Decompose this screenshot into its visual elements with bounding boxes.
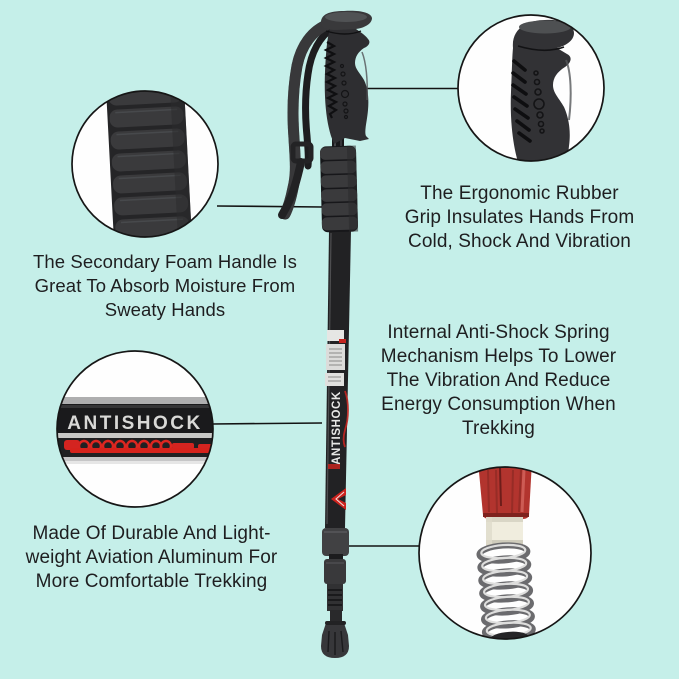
grip-dots	[339, 63, 350, 120]
main-shaft: ANTISHOCK	[325, 230, 351, 528]
grip-closeup-dots	[533, 70, 545, 134]
callout-line-foam	[216, 205, 323, 208]
foam-callout-text: The Secondary Foam Handle Is Great To Ab…	[33, 251, 297, 320]
antishock-closeup: ANTISHOCK	[57, 351, 213, 507]
lock-collar	[324, 559, 346, 584]
wrist-strap	[278, 18, 337, 220]
grip-closeup-tread	[511, 59, 532, 143]
grip-callout-text: The Ergonomic Rubber Grip Insulates Hand…	[404, 183, 635, 252]
lock-collar	[322, 528, 349, 556]
shaft-sticker	[327, 330, 344, 341]
red-cap	[478, 467, 532, 519]
grip-closeup-border	[457, 14, 605, 162]
spring-closeup-border	[418, 466, 592, 640]
antishock-closeup-border	[56, 350, 214, 508]
red-swoosh	[342, 390, 349, 448]
trekking-pole: ANTISHOCK	[278, 10, 372, 658]
shaft-antishock-label: ANTISHOCK	[331, 391, 343, 465]
spring-closeup	[419, 467, 591, 639]
grip-tread	[323, 41, 339, 119]
closeup-antishock-label: ANTISHOCK	[67, 413, 202, 434]
foam-closeup	[72, 91, 218, 237]
metal-spring	[476, 542, 536, 639]
foam-closeup-border	[71, 90, 219, 238]
rubber-grip	[320, 10, 372, 144]
shaft-sticker	[325, 373, 344, 386]
spring-callout-text: Internal Anti-Shock Spring Mechanism Hel…	[380, 322, 617, 439]
aluminum-callout-text: Made Of Durable And Light- weight Aviati…	[25, 523, 278, 592]
lower-sections	[321, 528, 349, 658]
grip-closeup	[458, 15, 604, 161]
red-arrow-logo	[331, 488, 346, 510]
callout-lines	[211, 87, 459, 547]
plastic-collar	[486, 517, 523, 546]
foam-handle	[320, 145, 359, 233]
callout-line-antishock	[211, 422, 323, 425]
